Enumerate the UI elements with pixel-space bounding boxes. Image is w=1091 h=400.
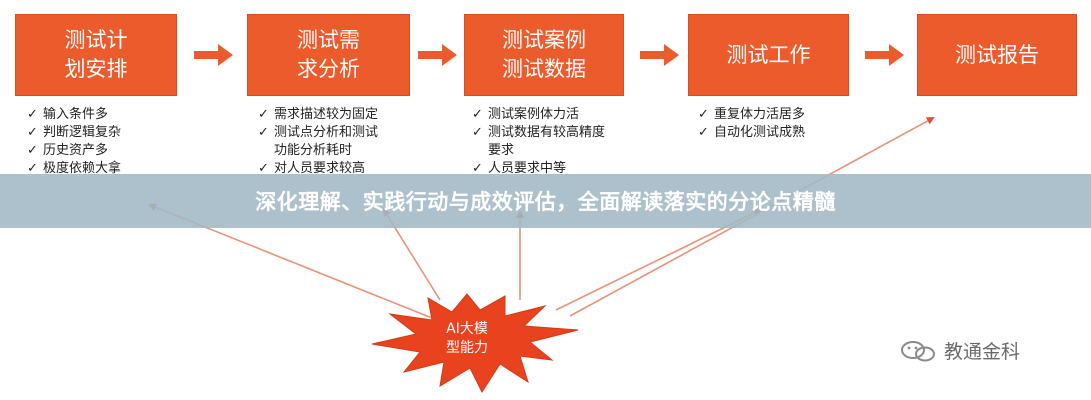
arrow-right-icon [194, 44, 234, 66]
banner-text: 深化理解、实践行动与成效评估，全面解读落实的分论点精髓 [255, 190, 836, 214]
list-item: 功能分析耗时 [274, 143, 353, 158]
list-item: ✓测试点分析和测试 [258, 125, 379, 140]
check-icon: ✓ [27, 107, 38, 122]
step-box-requirement: 测试需 求分析 [247, 14, 410, 96]
step-label: 测试案例 测试数据 [502, 28, 586, 81]
check-icon: ✓ [472, 161, 483, 176]
list-item: ✓输入条件多 [27, 107, 109, 122]
arrow-right-icon [418, 44, 458, 66]
check-icon: ✓ [27, 143, 38, 158]
check-icon: ✓ [472, 125, 483, 140]
check-icon: ✓ [27, 161, 38, 176]
list-item: ✓需求描述较为固定 [258, 107, 379, 122]
list-item: ✓自动化测试成熟 [698, 125, 806, 140]
check-icon: ✓ [472, 107, 483, 122]
list-item: ✓人员要求中等 [472, 161, 567, 176]
step-list-plan: ✓输入条件多 ✓判断逻辑复杂 ✓历史资产多 ✓极度依赖大拿 [27, 106, 121, 178]
check-icon: ✓ [698, 125, 709, 140]
check-icon: ✓ [27, 125, 38, 140]
check-icon: ✓ [258, 107, 269, 122]
watermark: 教通金科 [898, 337, 1020, 364]
step-label: 测试需 求分析 [297, 28, 360, 81]
list-item: ✓测试案例体力活 [472, 107, 580, 122]
arrow-right-icon [640, 44, 680, 66]
step-label: 测试计 划安排 [64, 28, 128, 81]
list-item: 要求 [488, 143, 515, 158]
list-item: ✓历史资产多 [27, 143, 109, 158]
list-item: ✓重复体力活居多 [698, 107, 806, 122]
step-list-work: ✓重复体力活居多 ✓自动化测试成熟 [698, 106, 805, 142]
check-icon: ✓ [258, 125, 269, 140]
step-list-requirement: ✓需求描述较为固定 ✓测试点分析和测试 功能分析耗时 ✓对人员要求较高 [258, 106, 378, 178]
step-label: 测试报告 [955, 42, 1039, 67]
list-item: ✓极度依赖大拿 [27, 161, 122, 176]
arrow-right-icon [865, 44, 905, 66]
wechat-icon [901, 340, 935, 361]
step-box-plan: 测试计 划安排 [15, 14, 177, 96]
banner-title: 深化理解、实践行动与成效评估，全面解读落实的分论点精髓 [0, 174, 1091, 228]
check-icon: ✓ [698, 107, 709, 122]
step-box-report: 测试报告 [917, 14, 1077, 96]
step-label: 测试工作 [726, 42, 811, 67]
center-label: AI大模 型能力 [446, 321, 488, 356]
step-box-work: 测试工作 [688, 14, 849, 96]
list-item: ✓对人员要求较高 [258, 161, 366, 176]
check-icon: ✓ [258, 161, 269, 176]
watermark-text: 教通金科 [944, 341, 1021, 363]
list-item: ✓判断逻辑复杂 [27, 125, 122, 140]
list-item: ✓测试数据有较高精度 [472, 125, 606, 140]
step-box-cases: 测试案例 测试数据 [464, 14, 624, 96]
step-list-cases: ✓测试案例体力活 ✓测试数据有较高精度 要求 ✓人员要求中等 [472, 106, 605, 178]
starburst-icon [371, 293, 579, 394]
